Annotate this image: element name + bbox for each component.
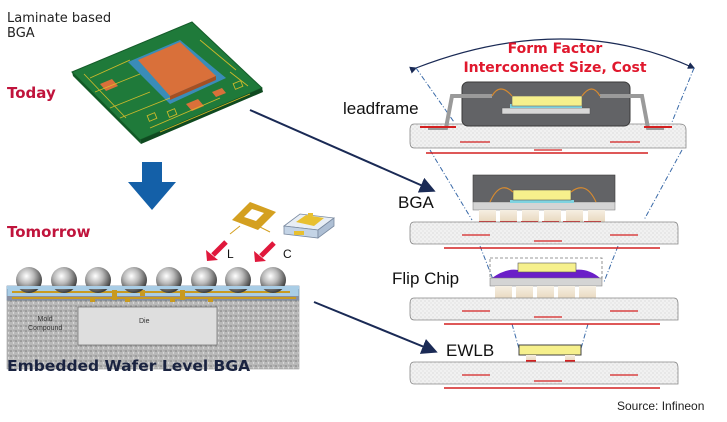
- laminate-label: Laminate based BGA: [7, 11, 111, 41]
- package-label-ewlb: EWLB: [446, 341, 495, 360]
- red-arrow-c-icon: [254, 241, 276, 262]
- leadframe-package: [420, 81, 672, 130]
- inductor-label: L: [227, 247, 234, 261]
- tomorrow-label: Tomorrow: [7, 223, 91, 241]
- mold-compound-label: Mold Compound: [28, 315, 62, 333]
- ewlb-cross-section: [6, 267, 300, 370]
- board-flip-chip: [409, 297, 679, 325]
- board-bga: [409, 221, 679, 249]
- today-label: Today: [7, 84, 56, 102]
- down-arrow-icon: [128, 162, 176, 210]
- form-factor-heading: Form Factor Interconnect Size, Cost: [400, 40, 710, 78]
- capacitor-label: C: [283, 247, 292, 261]
- board-ewlb: [409, 361, 679, 389]
- laminate-bga-image: [71, 21, 263, 144]
- bga-package: [472, 174, 616, 223]
- source-credit: Source: Infineon: [617, 399, 705, 413]
- mold-label-line1: Mold: [37, 316, 53, 323]
- funnel-lines: [415, 67, 695, 353]
- flip-chip-package: [489, 257, 603, 300]
- laminate-label-line2: BGA: [7, 26, 35, 41]
- capacitor-icon: [282, 213, 336, 239]
- red-arrow-l-icon: [206, 240, 228, 261]
- package-label-leadframe: leadframe: [343, 99, 419, 118]
- package-label-bga: BGA: [398, 193, 434, 212]
- ewlb-package: [518, 344, 582, 362]
- ewlb-title: Embedded Wafer Level BGA: [7, 357, 251, 375]
- board-leadframe: [409, 123, 687, 154]
- ewlb-to-ewlb-arrow: [313, 301, 438, 354]
- form-factor-heading-line2: Interconnect Size, Cost: [463, 60, 647, 76]
- form-factor-heading-line1: Form Factor: [507, 41, 603, 57]
- mold-label-line2: Compound: [28, 325, 63, 332]
- laminate-label-line1: Laminate based: [7, 11, 112, 26]
- today-to-bga-arrow: [249, 109, 436, 193]
- package-label-flip-chip: Flip Chip: [392, 269, 460, 288]
- form-factor-arc: [409, 38, 696, 74]
- die-label: Die: [139, 318, 150, 325]
- inductor-icon: [229, 202, 276, 235]
